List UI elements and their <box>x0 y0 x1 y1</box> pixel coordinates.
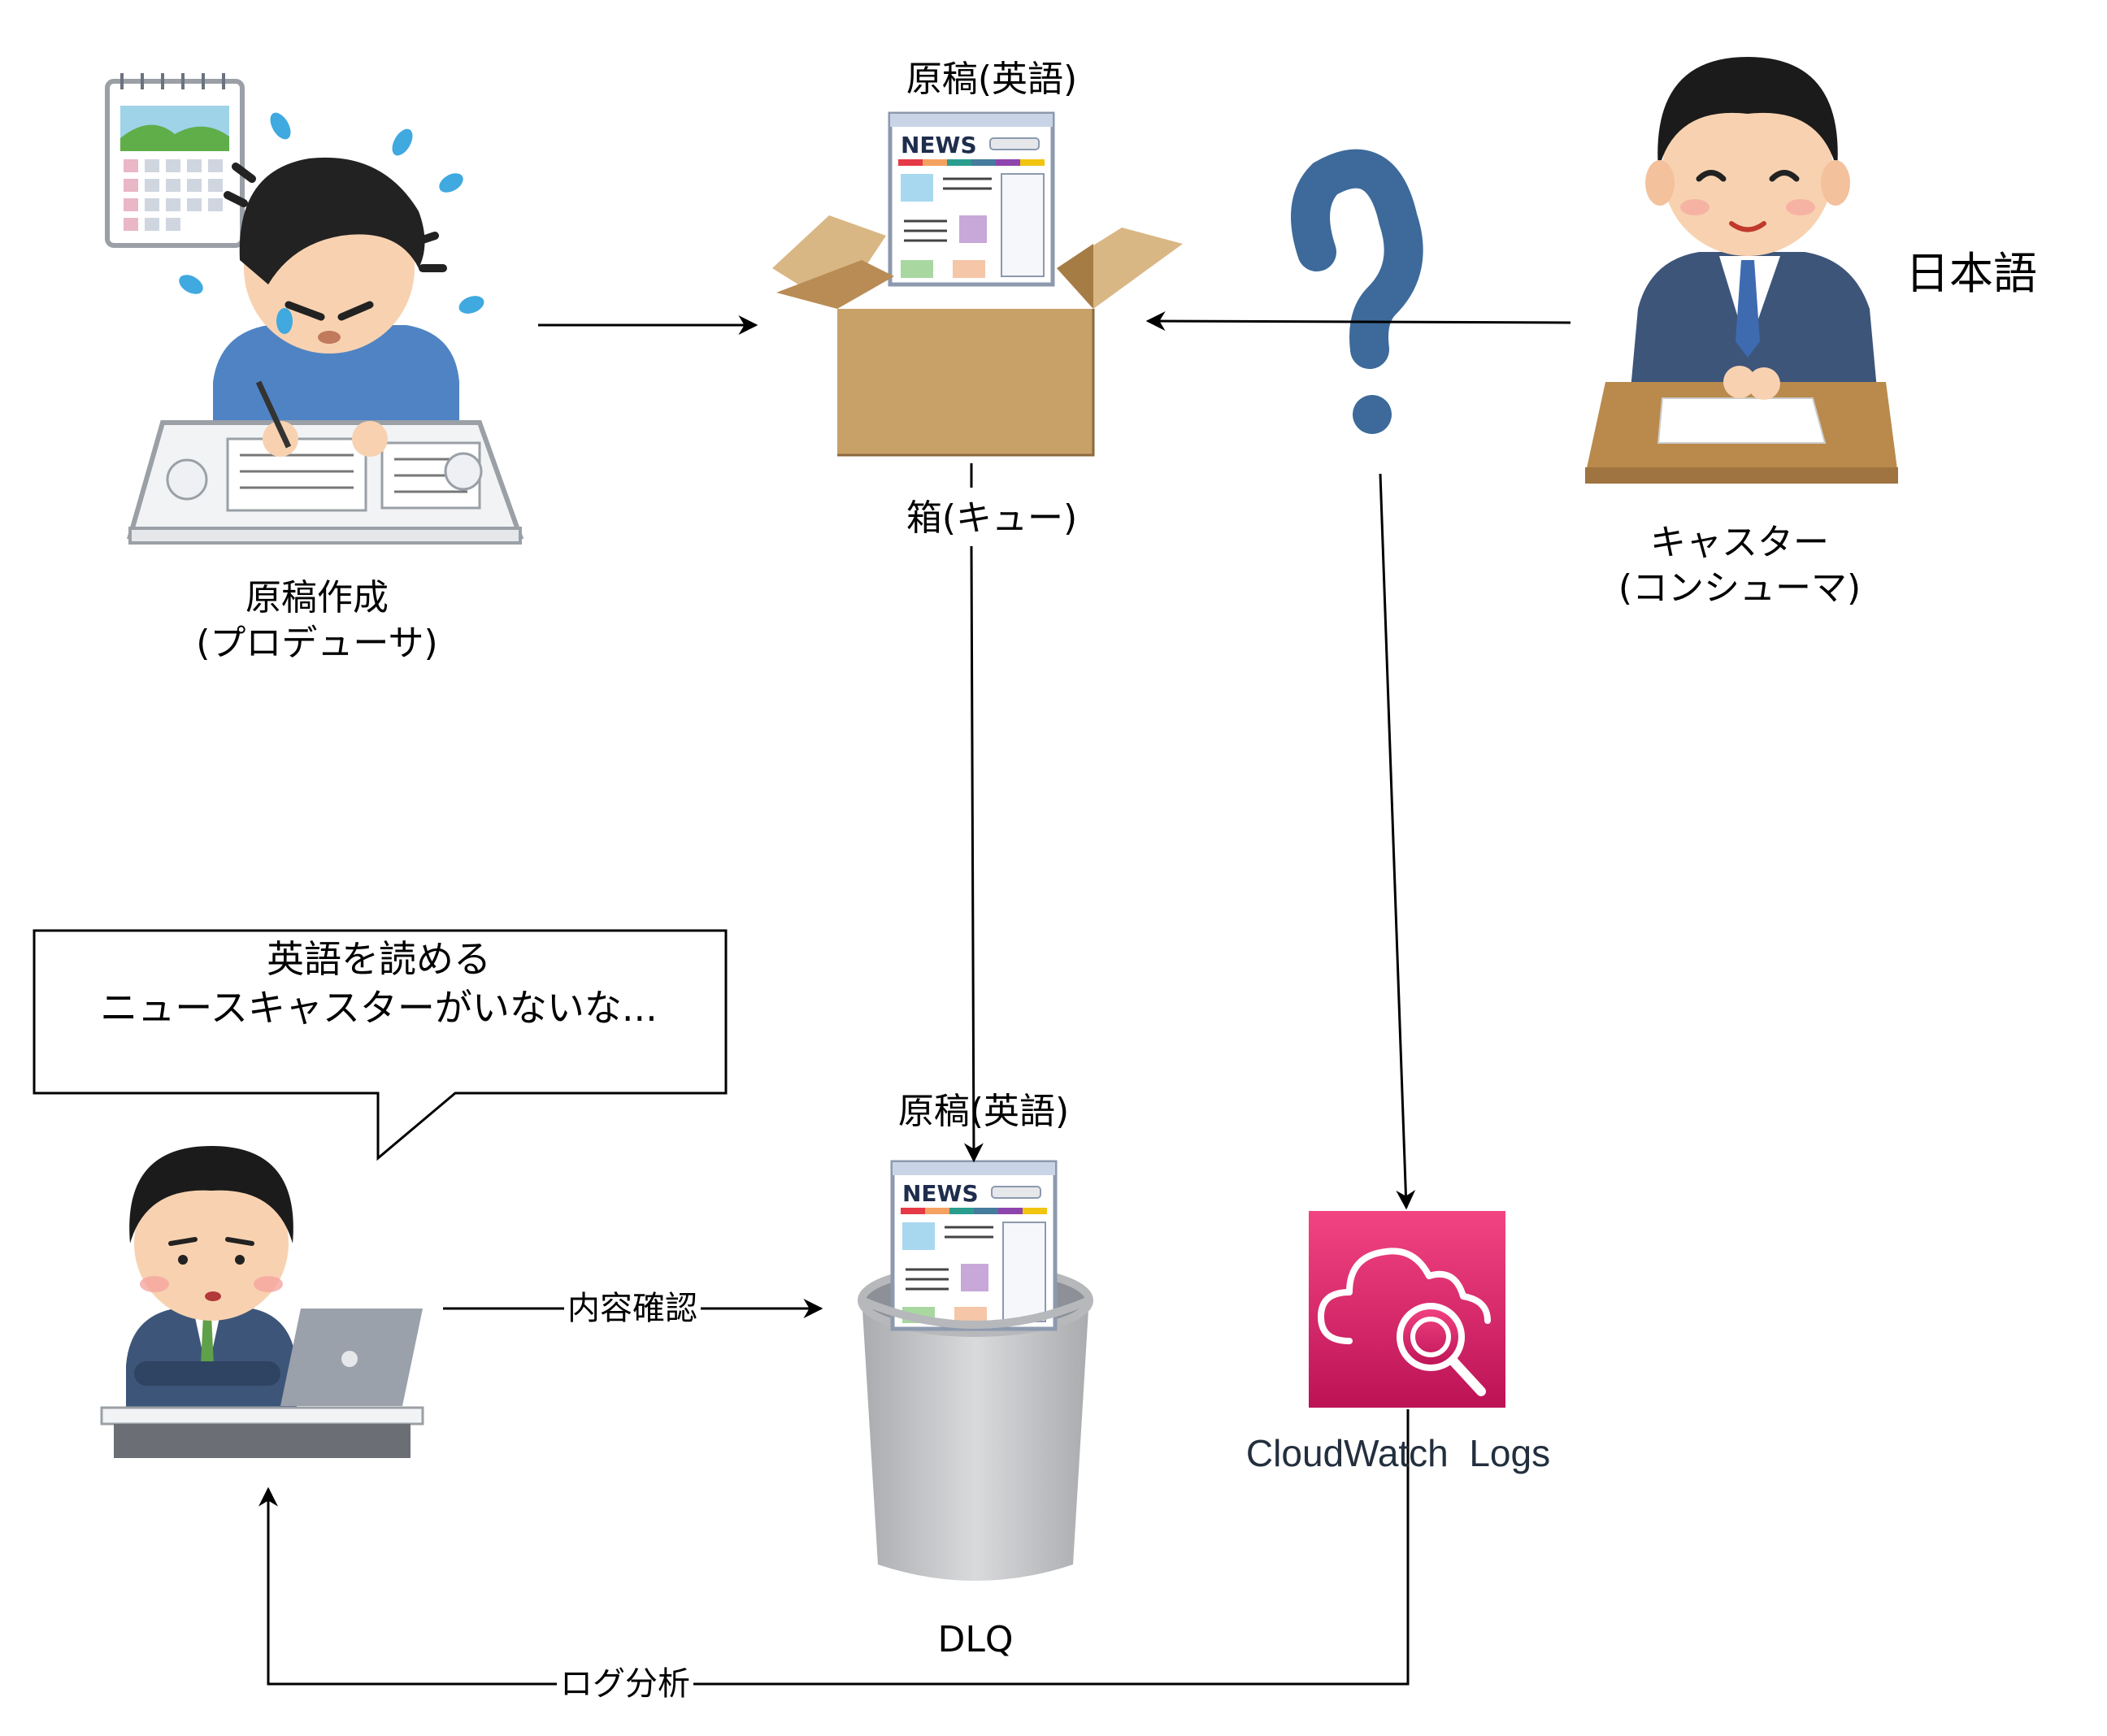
consumer-label-line2: (コンシューマ) <box>1618 567 1862 609</box>
callout-text: 英語を読める ニュースキャスターがいないな... <box>34 935 723 1032</box>
dlq-trash-illustration: NEWS <box>858 1160 1093 1581</box>
news-manuscript-icon: NEWS <box>890 1160 1058 1331</box>
caster-illustration <box>1585 57 1898 484</box>
edge-queue-to-dlq <box>971 463 974 1161</box>
consumer-label: キャスター (コンシューマ) <box>1577 520 1902 611</box>
edge-log-analysis-label: ログ分析 <box>557 1664 693 1703</box>
producer-label-line1: 原稿作成 <box>245 577 389 618</box>
cloudwatch-logs-label: CloudWatch Logs <box>1245 1432 1551 1474</box>
manuscript-dlq-label: 原稿(英語) <box>897 1091 1070 1132</box>
sweat-icon <box>179 112 484 314</box>
callout-line1: 英語を読める <box>267 937 491 981</box>
queue-label: 箱(キュー) <box>862 496 1122 541</box>
news-logo: NEWS <box>901 132 977 158</box>
producer-label: 原稿作成 (プロデューサ) <box>154 575 480 666</box>
manuscript-top-label: 原稿(英語) <box>906 59 1078 100</box>
callout-line2: ニュースキャスターがいないな... <box>100 986 658 1030</box>
edge-log-analysis <box>258 1409 1410 1686</box>
consumer-label-line1: キャスター <box>1650 522 1829 563</box>
calendar-icon <box>105 73 245 248</box>
language-label: 日本語 <box>1905 248 2037 299</box>
cloudwatch-logs-icon <box>1309 1211 1505 1408</box>
speech-bubble <box>33 929 728 1161</box>
dlq-label: DLQ <box>937 1619 1014 1660</box>
producer-label-line2: (プロデューサ) <box>196 623 438 664</box>
question-mark-icon <box>1291 149 1423 434</box>
producer-illustration <box>105 73 524 545</box>
edge-consumer-to-queue <box>1145 311 1571 332</box>
edge-consumer-to-cloudwatch <box>1379 473 1416 1210</box>
news-logo: NEWS <box>902 1180 979 1207</box>
edge-inspect-label: 内容確認 <box>564 1289 701 1328</box>
queue-box-illustration: NEWS <box>772 111 1183 457</box>
news-manuscript-icon: NEWS <box>888 111 1055 287</box>
operator-illustration <box>100 1146 424 1458</box>
